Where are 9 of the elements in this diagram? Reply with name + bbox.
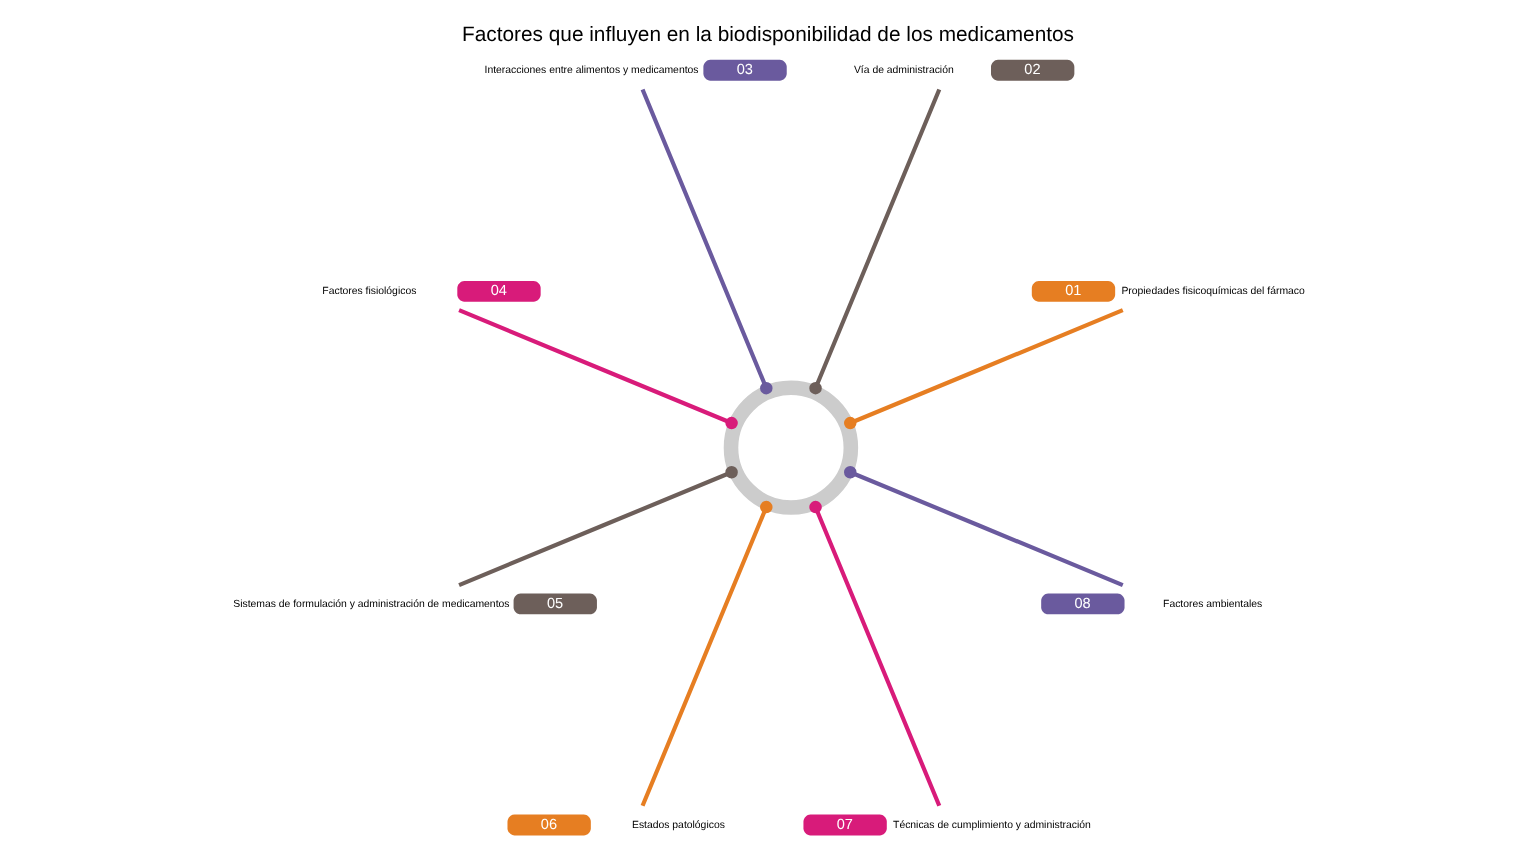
diagram-title: Factores que influyen en la biodisponibilidad de los medicamentos	[461, 25, 1075, 48]
connector	[458, 308, 738, 430]
connector	[640, 88, 773, 395]
connector	[809, 500, 942, 807]
connector	[458, 465, 738, 587]
connector	[844, 465, 1124, 587]
connector	[809, 88, 942, 395]
connector	[844, 308, 1124, 430]
connector	[640, 500, 773, 807]
